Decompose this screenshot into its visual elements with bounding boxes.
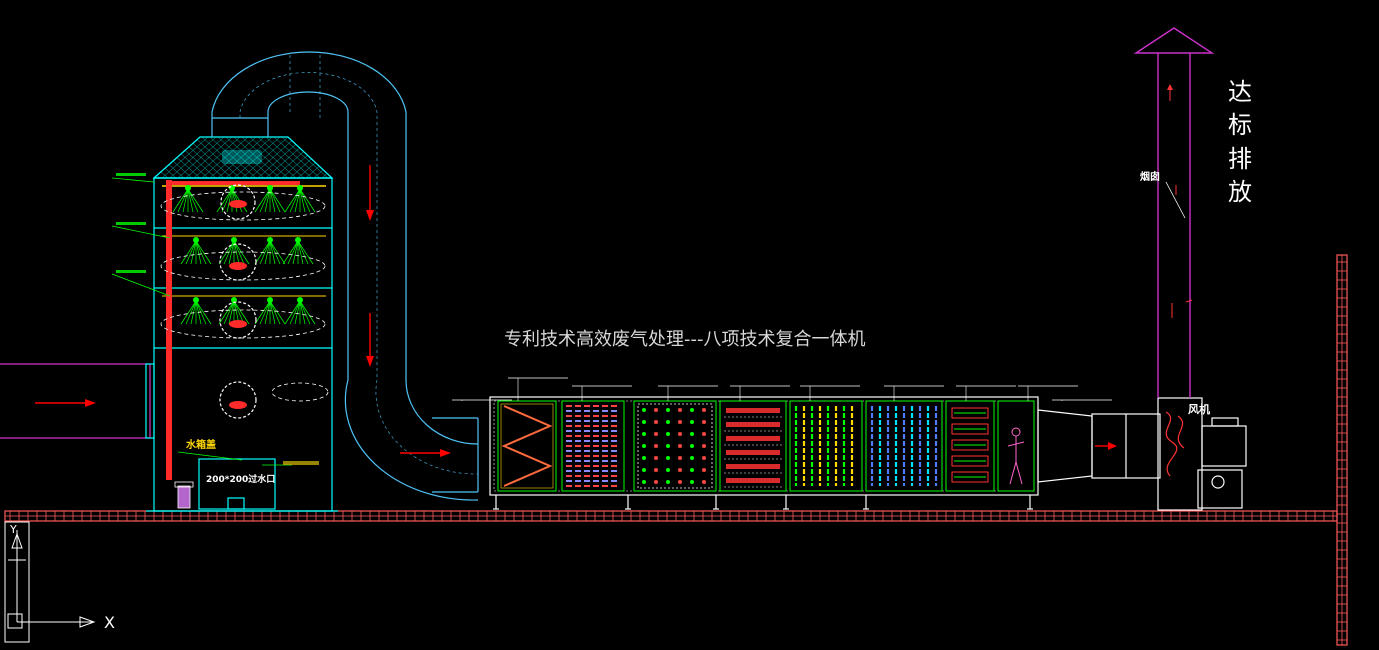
chimney-label: 烟囱 [1140, 170, 1160, 183]
duct-flow-arrows [366, 165, 451, 457]
tower-left-notes [116, 173, 146, 273]
spray-nozzle-icon [172, 185, 204, 213]
discharge-char-1: 达 [1228, 78, 1252, 106]
packing-layers [219, 184, 257, 419]
spray-nozzle-icon [254, 237, 286, 265]
water-tank-label: 水箱盖 [185, 438, 216, 451]
ucs-axis-icon [4, 521, 96, 643]
tank-note-mark [283, 461, 319, 465]
fan-label: 风机 [1188, 402, 1210, 416]
chimney [1133, 27, 1215, 398]
spray-nozzle-icon [254, 297, 286, 325]
discharge-label: 达 标 排 放 [1228, 78, 1252, 206]
main-title: 专利技术高效废气处理---八项技术复合一体机 [504, 329, 865, 350]
packing-core [229, 200, 247, 409]
maintenance-person-icon [1007, 427, 1025, 485]
treatment-stage-3 [633, 400, 717, 492]
treatment-stage-8 [997, 400, 1035, 492]
treatment-stage-5 [789, 400, 863, 492]
exhaust-fan [1157, 397, 1247, 511]
ucs-y-label: Y [9, 523, 17, 536]
inlet-flow-arrow [35, 399, 96, 407]
hood-label-plate [222, 150, 262, 164]
spray-nozzle-icon [218, 237, 250, 265]
treatment-stage-6 [865, 400, 943, 492]
treatment-stage-2 [561, 400, 625, 492]
spray-nozzle-icon [282, 237, 314, 265]
spray-nozzle-icon [284, 185, 316, 213]
water-outlet-label: 200*200过水口 [206, 473, 275, 485]
airflow-swirls [160, 191, 329, 402]
duct-seams [239, 55, 479, 475]
right-wall [1336, 254, 1348, 646]
spray-nozzle-icon [180, 237, 212, 265]
inlet-duct [0, 363, 151, 439]
chimney-flow-marks [1167, 84, 1193, 318]
outlet-duct [1037, 409, 1161, 483]
tank-leader [177, 451, 243, 461]
chimney-leader [1165, 181, 1186, 219]
spray-nozzle-icon [284, 297, 316, 325]
circulation-pump [174, 481, 194, 509]
ucs-x-label: X [104, 613, 115, 632]
discharge-char-2: 标 [1228, 111, 1252, 139]
discharge-char-3: 排 [1228, 145, 1252, 173]
stage-annotations [452, 377, 1112, 401]
tower-leader-lines [111, 177, 171, 297]
connecting-duct [211, 51, 479, 501]
spray-nozzle-icon [180, 297, 212, 325]
discharge-char-4: 放 [1228, 178, 1252, 206]
treatment-stage-4 [719, 400, 787, 492]
treatment-stage-1 [497, 400, 557, 492]
spray-nozzle-icon [218, 297, 250, 325]
treatment-stage-7 [945, 400, 995, 492]
water-riser-pipe [166, 180, 300, 480]
unit-legs [493, 495, 1033, 510]
treatment-stages [497, 400, 1035, 492]
ground-line [4, 510, 1338, 522]
spray-nozzle-icon [254, 185, 286, 213]
outlet-flow-arrow [1095, 442, 1117, 450]
